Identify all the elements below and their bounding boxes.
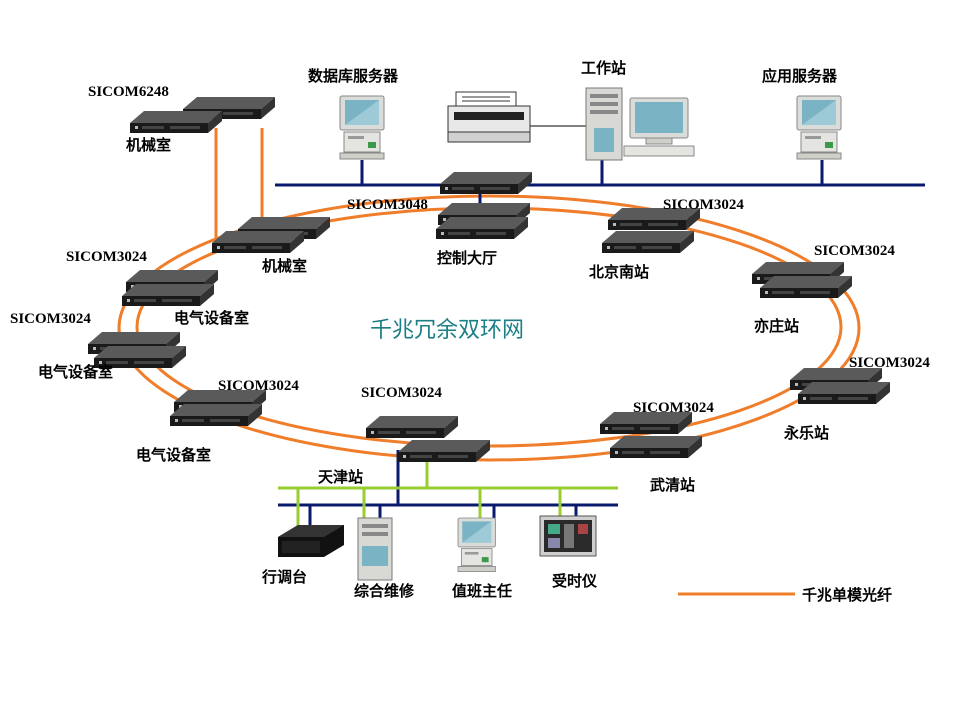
ring-label: 千兆冗余双环网	[370, 318, 524, 343]
location-electrical-2: 电气设备室	[38, 363, 113, 381]
location-beijing-south: 北京南站	[589, 263, 649, 281]
model-yizhuang: SICOM3024	[814, 243, 895, 259]
time-receiver-icon	[539, 515, 597, 557]
bottom-lan	[278, 450, 618, 530]
console-icon	[278, 525, 344, 557]
model-electrical-2: SICOM3024	[10, 311, 91, 327]
model-yongle: SICOM3024	[849, 355, 930, 371]
location-wuqing: 武清站	[650, 476, 695, 494]
duty-pc-icon	[457, 517, 496, 572]
switch-yongle	[790, 368, 890, 404]
location-yongle: 永乐站	[783, 424, 829, 442]
switch-yizhuang	[752, 262, 852, 298]
model-sicom6248: SICOM6248	[88, 84, 169, 100]
location-tianjin: 天津站	[318, 468, 363, 486]
switch-jixie-ring	[212, 217, 330, 253]
switch-electrical-3	[170, 390, 266, 426]
location-jixie-ring: 机械室	[262, 257, 307, 275]
switch-beijing-south	[602, 208, 700, 253]
label-duty: 值班主任	[452, 582, 512, 600]
model-beijing-south: SICOM3024	[663, 197, 744, 213]
location-sicom6248: 机械室	[126, 136, 171, 154]
label-timing: 受时仪	[552, 572, 598, 590]
db-server-icon	[339, 95, 385, 160]
model-tianjin: SICOM3024	[361, 385, 442, 401]
model-control-hall: SICOM3048	[347, 197, 428, 213]
tower-workstation-icon	[585, 87, 695, 161]
label-app-server: 应用服务器	[762, 67, 838, 85]
model-wuqing: SICOM3024	[633, 400, 714, 416]
label-db-server: 数据库服务器	[308, 67, 399, 85]
switch-sicom6248	[130, 97, 275, 133]
tower-computer-icon	[357, 517, 393, 581]
printer-icon	[447, 91, 531, 143]
uplink-fiber	[214, 128, 264, 238]
switch-electrical-1	[122, 270, 218, 306]
label-dispatch: 行调台	[261, 568, 307, 586]
label-workstation: 工作站	[581, 59, 626, 77]
model-electrical-1: SICOM3024	[66, 249, 147, 265]
location-electrical-1: 电气设备室	[174, 309, 249, 327]
location-yizhuang: 亦庄站	[754, 317, 799, 335]
location-electrical-3: 电气设备室	[136, 446, 211, 464]
switch-control-hall	[436, 172, 532, 239]
app-server-icon	[796, 95, 842, 160]
label-maintenance: 综合维修	[354, 582, 415, 600]
location-control-hall: 控制大厅	[437, 249, 497, 267]
switch-wuqing	[600, 412, 702, 458]
model-electrical-3: SICOM3024	[218, 378, 299, 394]
legend-label: 千兆单模光纤	[802, 586, 892, 604]
